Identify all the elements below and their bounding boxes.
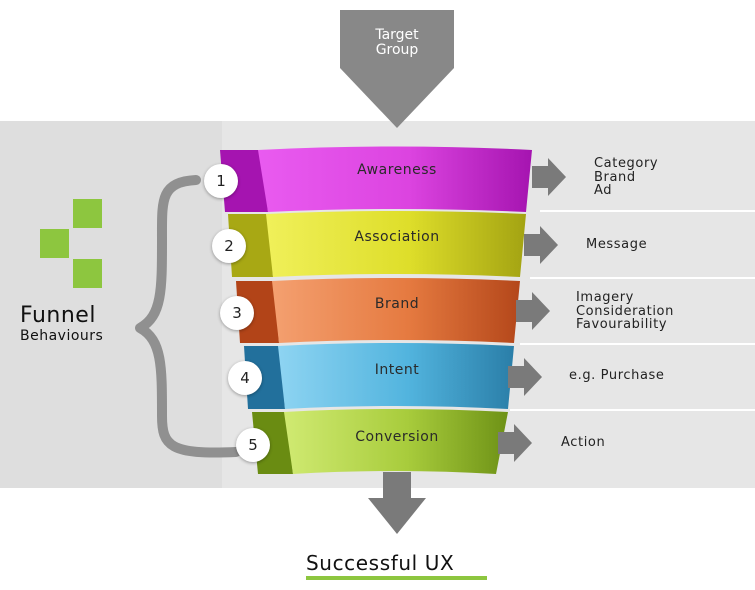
stage-number-1: 1 (204, 164, 238, 198)
stage-label-brand: Brand (374, 296, 420, 312)
stage-1-outputs: Category Brand Ad (594, 157, 658, 198)
result-arrow (368, 472, 426, 534)
output-item: Category (594, 156, 659, 171)
funnel-subtitle: Behaviours (20, 328, 104, 344)
funnel-title: Funnel (20, 303, 96, 328)
row-separator (510, 409, 755, 411)
stage-number-4: 4 (228, 361, 262, 395)
stage-label-association: Association (354, 229, 440, 245)
output-item: Action (561, 435, 606, 450)
row-separator (530, 277, 755, 279)
curly-brace (135, 175, 241, 458)
output-item: Ad (594, 183, 613, 198)
stage-awareness-band (220, 146, 532, 212)
stage-brand-band (236, 278, 520, 343)
row-separator (520, 343, 755, 345)
stage-conversion-band (252, 409, 508, 474)
output-item: Consideration (576, 303, 674, 319)
stage-5-outputs: Action (561, 436, 605, 450)
output-arrows (498, 158, 566, 462)
output-item: Favourability (576, 317, 668, 332)
stage-label-conversion: Conversion (355, 429, 439, 445)
logo-square (73, 199, 102, 228)
stage-2-outputs: Message (586, 238, 647, 252)
result-underline (306, 576, 487, 580)
stage-4-outputs: e.g. Purchase (569, 369, 664, 383)
stage-label-intent: Intent (374, 362, 420, 378)
stage-number-5: 5 (236, 428, 270, 462)
logo-square (40, 229, 69, 258)
stage-label-awareness: Awareness (357, 162, 437, 178)
stage-3-outputs: Imagery Consideration Favourability (576, 291, 674, 332)
output-item: Brand (594, 169, 636, 185)
output-item: Imagery (576, 290, 634, 305)
output-item: e.g. Purchase (569, 368, 665, 383)
stage-number-3: 3 (220, 296, 254, 330)
stage-number-2: 2 (212, 229, 246, 263)
target-group-arrow (340, 10, 454, 128)
stage-association-band (228, 211, 526, 277)
row-separator (540, 210, 755, 212)
logo-square (73, 259, 102, 288)
target-group-label: Target Group (375, 27, 419, 58)
result-label: Successful UX (306, 551, 455, 575)
output-item: Message (586, 237, 648, 252)
stage-intent-band (244, 343, 514, 409)
